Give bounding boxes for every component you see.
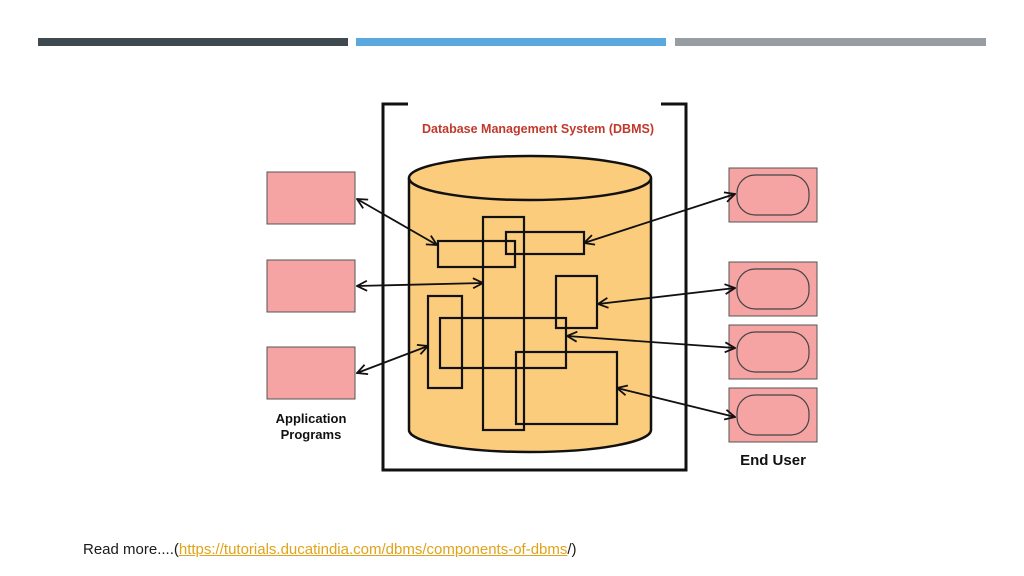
- application-program-box: [266, 346, 356, 400]
- application-programs-label: Programs: [281, 427, 342, 442]
- arrow-app1-dbms: [357, 199, 437, 245]
- application-programs-label: Application: [276, 411, 347, 426]
- header-bar-dark: [38, 38, 348, 46]
- arrow-app3-dbms: [357, 346, 428, 373]
- read-more-link[interactable]: https://tutorials.ducatindia.com/dbms/co…: [178, 541, 568, 558]
- end-user-inner: [736, 394, 810, 436]
- arrow-user4-dbms: [617, 388, 735, 417]
- arrow-user1-dbms: [584, 194, 735, 243]
- header-bar-gray: [675, 38, 986, 46]
- data-block-left: [426, 294, 464, 390]
- application-program-box: [266, 171, 356, 225]
- dbms-title: Database Management System (DBMS): [422, 122, 654, 136]
- arrow-user3-dbms: [567, 336, 735, 348]
- connection-arrows: [357, 194, 735, 417]
- arrow-user2-dbms: [598, 288, 735, 304]
- read-more-prefix: Read more....(: [83, 541, 179, 558]
- end-user-label: End User: [740, 452, 806, 469]
- dbms-diagram: Database Management System (DBMS) Applic…: [266, 102, 818, 472]
- database-cylinder: [407, 154, 653, 454]
- data-block-tall: [481, 215, 526, 432]
- end-user-inner: [736, 268, 810, 310]
- application-programs: [266, 171, 356, 400]
- header-bar-blue: [356, 38, 666, 46]
- read-more-suffix: /): [567, 541, 577, 558]
- dbms-frame: [381, 102, 688, 472]
- end-user-inner: [736, 331, 810, 373]
- application-program-box: [266, 259, 356, 313]
- read-more-footer: Read more....(https://tutorials.ducatind…: [83, 541, 577, 558]
- end-user-inner: [736, 174, 810, 216]
- end-users: [728, 167, 818, 443]
- arrow-app2-dbms: [357, 283, 483, 286]
